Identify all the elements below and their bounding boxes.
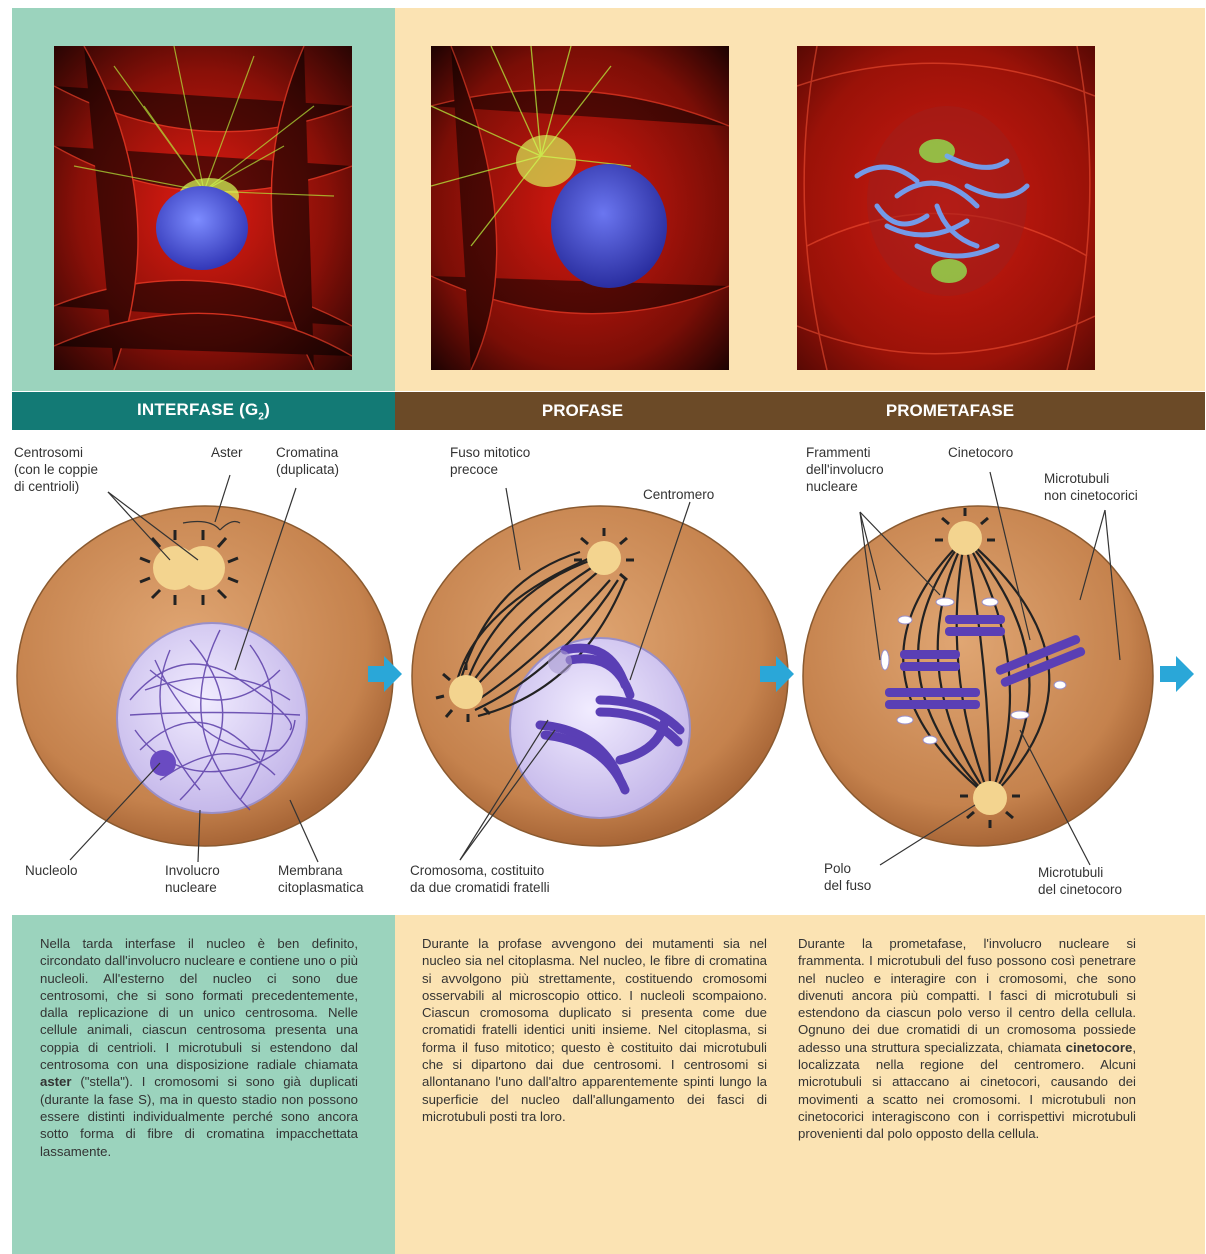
profase-cell bbox=[412, 506, 788, 846]
interfase-title: INTERFASE (G2) bbox=[137, 400, 270, 422]
label-membrana: Membrana citoplasmatica bbox=[278, 862, 364, 896]
arrow-icon bbox=[1160, 656, 1194, 692]
interfase-micrograph bbox=[54, 46, 352, 370]
label-centrosomi: Centrosomi (con le coppie di centrioli) bbox=[14, 444, 98, 495]
interfase-description: Nella tarda interfase il nucleo è ben de… bbox=[40, 935, 358, 1160]
prometafase-micrograph bbox=[797, 46, 1095, 370]
label-polo-fuso: Polo del fuso bbox=[824, 860, 871, 894]
label-cromatina: Cromatina (duplicata) bbox=[276, 444, 339, 478]
label-microtubuli-non-cinetocorici: Microtubuli non cinetocorici bbox=[1044, 470, 1138, 504]
prometafase-title: PROMETAFASE bbox=[770, 392, 1130, 430]
interfase-cell bbox=[17, 506, 393, 846]
label-aster: Aster bbox=[211, 444, 243, 461]
interfase-title-bar: INTERFASE (G2) bbox=[12, 392, 395, 430]
label-cinetocoro: Cinetocoro bbox=[948, 444, 1013, 461]
label-fuso-mitotico: Fuso mitotico precoce bbox=[450, 444, 530, 478]
profase-micrograph bbox=[431, 46, 729, 370]
label-centromero: Centromero bbox=[643, 486, 714, 503]
profase-description: Durante la profase avvengono dei mutamen… bbox=[422, 935, 767, 1125]
label-nucleolo: Nucleolo bbox=[25, 862, 78, 879]
label-cromosoma: Cromosoma, costituito da due cromatidi f… bbox=[410, 862, 550, 896]
label-involucro: Involucro nucleare bbox=[165, 862, 220, 896]
label-microtubuli-cinetocoro: Microtubuli del cinetocoro bbox=[1038, 864, 1122, 898]
label-frammenti-involucro: Frammenti dell'involucro nucleare bbox=[806, 444, 884, 495]
prometafase-cell bbox=[803, 506, 1153, 846]
profase-title: PROFASE bbox=[395, 392, 770, 430]
prometafase-description: Durante la prometafase, l'involucro nucl… bbox=[798, 935, 1136, 1143]
mitosis-diagram bbox=[0, 430, 1206, 915]
